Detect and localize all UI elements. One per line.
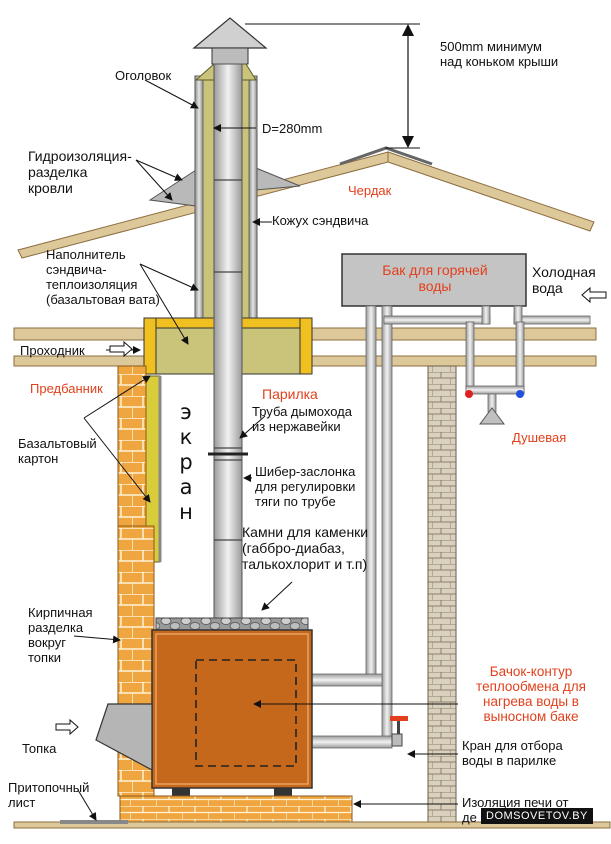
- leader-lines: [73, 79, 458, 821]
- watermark: DOMSOVETOV.BY: [481, 808, 593, 824]
- label-stones: Камни для каменки (габбро-диабаз, талько…: [242, 524, 369, 572]
- label-hot-tank: Бак для горячей воды: [382, 262, 488, 294]
- label-pre-furnace: Притопочный лист: [8, 780, 90, 810]
- label-roof-seal: Гидроизоляция- разделка кровли: [28, 148, 132, 196]
- label-faucet: Кран для отбора воды в парилке: [462, 738, 563, 768]
- label-anteroom: Предбанник: [30, 381, 103, 396]
- label-damper: Шибер-заслонка для регулировки тяги по т…: [255, 464, 356, 509]
- label-firebox: Топка: [22, 741, 57, 756]
- label-oglovok: Оголовок: [115, 68, 172, 83]
- label-min-height: 500mm минимум над коньком крыши: [440, 39, 559, 69]
- hearth: [13, 795, 611, 829]
- hollow-arrows: [55, 286, 607, 736]
- hot-water-tank: [341, 253, 527, 307]
- label-brick-lining: Кирпичная разделка вокруг топки: [28, 605, 93, 665]
- label-steam-room: Парилка: [262, 386, 318, 402]
- height-dimension: [245, 23, 420, 149]
- label-attic: Чердак: [348, 183, 392, 198]
- stove: [151, 617, 313, 796]
- label-diameter: D=280mm: [262, 121, 323, 136]
- label-heat-exchanger: Бачок-контур теплообмена для нагрева вод…: [476, 664, 586, 724]
- label-pipe: Труба дымохода из нержавейки: [252, 404, 352, 434]
- firebox-door: [95, 703, 153, 772]
- label-insulation: Изоляция печи от де: [462, 795, 569, 825]
- stainless-pipe: [208, 63, 248, 625]
- label-shower: Душевая: [512, 430, 567, 445]
- label-basalt-card: Базальтовый картон: [18, 436, 97, 466]
- label-filler: Наполнитель сэндвича- теплоизоляция (баз…: [46, 247, 160, 307]
- faucet-valve: [390, 716, 408, 747]
- label-casing: Кожух сэндвича: [272, 213, 369, 228]
- label-screen: э к р а н: [179, 400, 193, 524]
- basalt-screen: [145, 375, 162, 563]
- label-passage: Проходник: [20, 343, 85, 358]
- brick-wall-right: [427, 365, 457, 827]
- label-cold-water: Холодная вода: [532, 264, 596, 296]
